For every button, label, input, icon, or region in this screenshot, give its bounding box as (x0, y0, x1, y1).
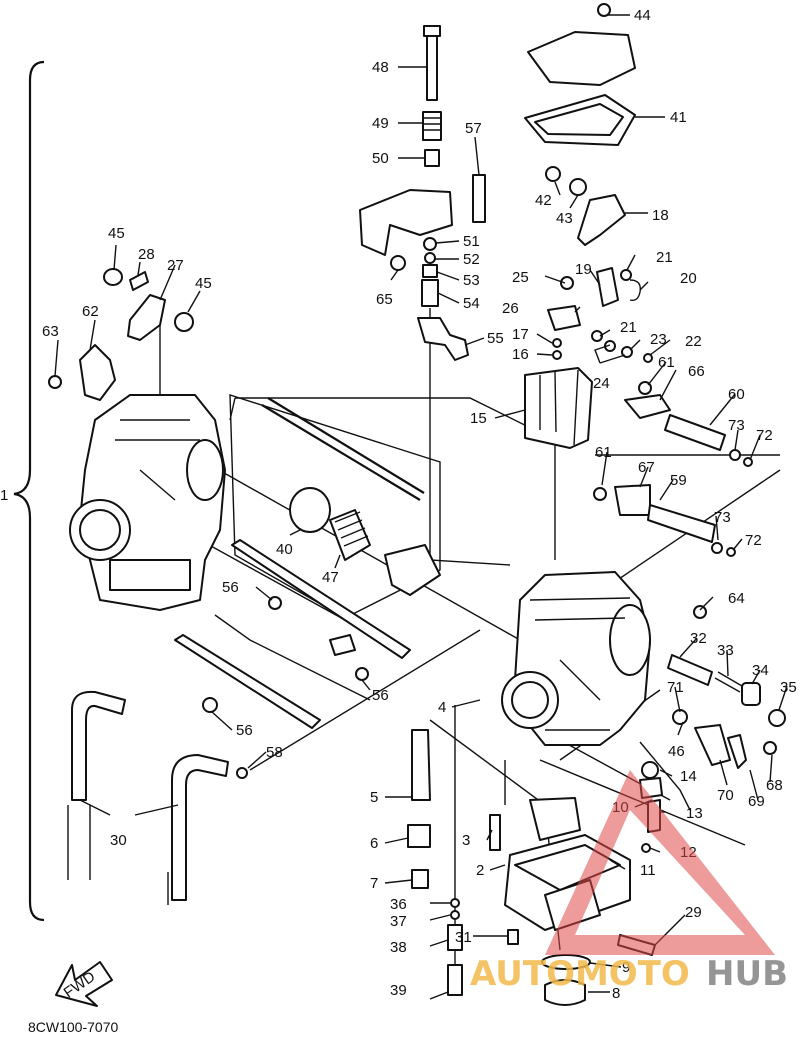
callout-24: 24 (593, 375, 610, 392)
callout-25: 25 (512, 269, 529, 286)
top-right-cover-parts (524, 3, 653, 363)
callout-67: 67 (638, 459, 655, 476)
callout-31: 31 (455, 929, 472, 946)
callout-labels: 1 2 3 4 5 6 7 8 9 10 11 12 13 14 15 16 1… (0, 7, 797, 1002)
callout-13: 13 (686, 805, 703, 822)
callout-56a: 56 (222, 579, 239, 596)
callout-61b: 61 (595, 444, 612, 461)
callout-30: 30 (110, 832, 127, 849)
callout-27: 27 (167, 257, 184, 274)
callout-53: 53 (463, 272, 480, 289)
callout-20: 20 (680, 270, 697, 287)
callout-34: 34 (752, 662, 769, 679)
callout-64: 64 (728, 590, 745, 607)
callout-8: 8 (612, 985, 620, 1002)
callout-61a: 61 (658, 354, 675, 371)
starter-plunger-parts (593, 381, 753, 557)
callout-18: 18 (652, 207, 669, 224)
callout-58: 58 (266, 744, 283, 761)
callout-70: 70 (717, 787, 734, 804)
assembly-bracket (13, 60, 45, 922)
watermark-triangle-icon (545, 770, 775, 955)
callout-56c: 56 (236, 722, 253, 739)
callout-19: 19 (575, 261, 592, 278)
callout-21a: 21 (656, 249, 673, 266)
piston-valve (524, 367, 593, 449)
callout-69: 69 (748, 793, 765, 810)
callout-73b: 73 (714, 509, 731, 526)
callout-1: 1 (0, 487, 8, 504)
watermark-logo: AUTOMOTO HUB (470, 770, 788, 994)
center-top-parts (359, 25, 486, 361)
callout-6: 6 (370, 835, 378, 852)
callout-21b: 21 (620, 319, 637, 336)
callout-9: 9 (622, 959, 630, 976)
callout-40: 40 (276, 541, 293, 558)
callout-45b: 45 (195, 275, 212, 292)
callout-59: 59 (670, 472, 687, 489)
callout-15: 15 (470, 410, 487, 427)
callout-23: 23 (650, 331, 667, 348)
callout-62: 62 (82, 303, 99, 320)
callout-26: 26 (502, 300, 519, 317)
callout-36: 36 (390, 896, 407, 913)
middle-linkage-parts (174, 397, 441, 779)
callout-45a: 45 (108, 225, 125, 242)
callout-16: 16 (512, 346, 529, 363)
callout-57: 57 (465, 120, 482, 137)
linkage-parts-left (103, 268, 194, 341)
callout-29: 29 (685, 904, 702, 921)
callout-4: 4 (438, 699, 446, 716)
callout-41: 41 (670, 109, 687, 126)
callout-56b: 56 (372, 687, 389, 704)
callout-33: 33 (717, 642, 734, 659)
callout-54: 54 (463, 295, 480, 312)
callout-43: 43 (556, 210, 573, 227)
right-carburetor-body (501, 571, 707, 746)
callout-50: 50 (372, 150, 389, 167)
callout-22: 22 (685, 333, 702, 350)
callout-11: 11 (640, 862, 656, 879)
callout-55: 55 (487, 330, 504, 347)
callout-51: 51 (463, 233, 480, 250)
callout-52: 52 (463, 251, 480, 268)
callout-44: 44 (634, 7, 651, 24)
callout-49: 49 (372, 115, 389, 132)
callout-72b: 72 (745, 532, 762, 549)
left-carburetor-body (48, 344, 226, 611)
callout-28: 28 (138, 246, 155, 263)
callout-73a: 73 (728, 417, 745, 434)
watermark-suffix: HUB (706, 954, 788, 994)
callout-65: 65 (376, 291, 393, 308)
watermark-prefix: AUTOMOTO (470, 954, 690, 994)
callout-46: 46 (668, 743, 685, 760)
fwd-arrow-icon: FWD (55, 961, 113, 1007)
callout-47: 47 (322, 569, 339, 586)
callout-72a: 72 (756, 427, 773, 444)
callout-17: 17 (512, 326, 529, 343)
hoses (67, 690, 229, 905)
callout-7: 7 (370, 875, 378, 892)
callout-68: 68 (766, 777, 783, 794)
callout-35: 35 (780, 679, 797, 696)
callout-37: 37 (390, 913, 407, 930)
callout-71: 71 (667, 679, 684, 696)
callout-42: 42 (535, 192, 552, 209)
callout-66: 66 (688, 363, 705, 380)
callout-2: 2 (476, 862, 484, 879)
callout-48: 48 (372, 59, 389, 76)
callout-32: 32 (690, 630, 707, 647)
callout-60: 60 (728, 386, 745, 403)
callout-14: 14 (680, 768, 697, 785)
callout-39: 39 (390, 982, 407, 999)
callout-63: 63 (42, 323, 59, 340)
callout-3: 3 (462, 832, 470, 849)
diagram-code: 8CW100-7070 (28, 1019, 118, 1035)
left-panel-outline (229, 394, 441, 619)
callout-5: 5 (370, 789, 378, 806)
callout-38: 38 (390, 939, 407, 956)
